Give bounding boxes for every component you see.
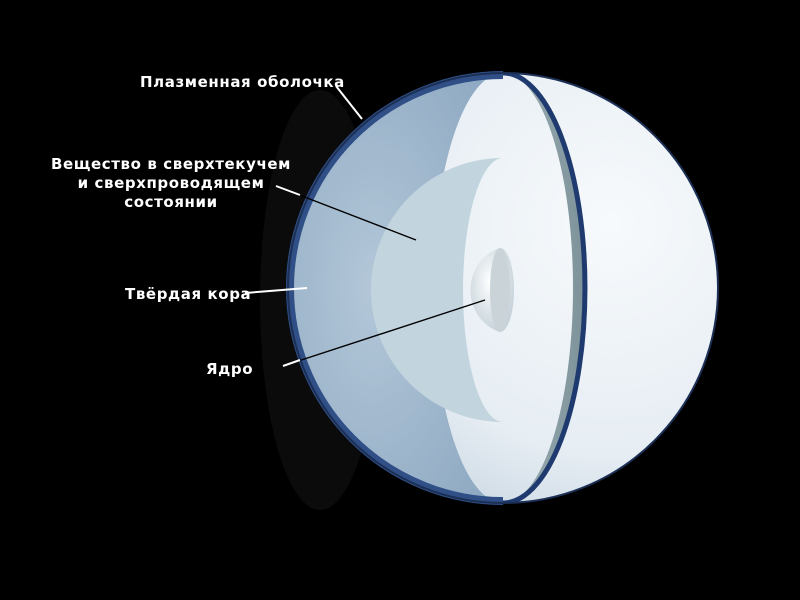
sphere-outline — [287, 72, 719, 504]
label-superfluid-matter-line-3: состоянии — [124, 193, 218, 211]
label-superfluid-matter-line-2: и сверхпроводящем — [77, 174, 265, 192]
cut-face — [503, 73, 585, 503]
superfluid-matter-region — [371, 158, 503, 422]
label-plasma-shell: Плазменная оболочка — [140, 73, 345, 91]
leader-line-superfluid-matter-outer — [275, 185, 301, 196]
terminator-edge — [502, 73, 588, 503]
core-cut-face — [490, 248, 510, 332]
leader-line-core-outer — [282, 359, 301, 367]
label-superfluid-matter-line-1: Вещество в сверхтекучем — [50, 155, 291, 173]
label-superfluid-matter: Вещество в сверхтекучем и сверхпроводяще… — [36, 155, 306, 212]
leader-line-plasma-shell — [335, 85, 363, 120]
label-solid-crust: Твёрдая кора — [125, 285, 252, 303]
plasma-shell-rim — [286, 71, 504, 505]
leader-line-core — [282, 299, 486, 367]
leader-line-solid-crust — [244, 287, 308, 294]
label-core: Ядро — [206, 360, 254, 378]
